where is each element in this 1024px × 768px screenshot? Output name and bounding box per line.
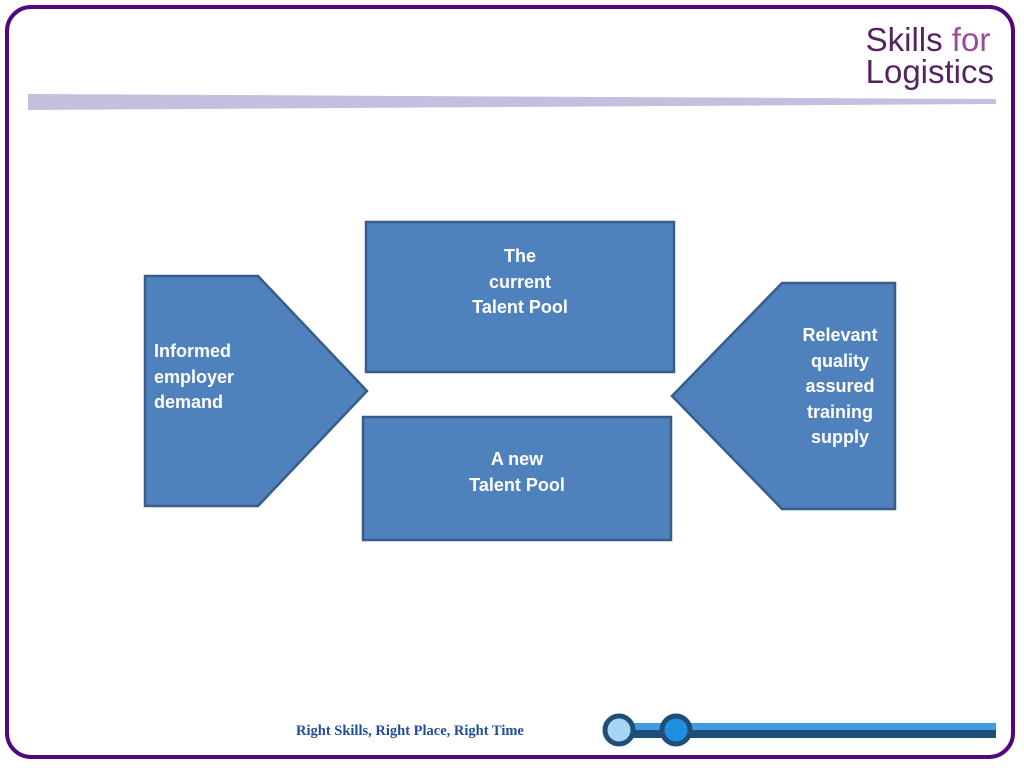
footer-line-shadow: [606, 728, 996, 738]
header-bar: [28, 94, 996, 110]
right-arrow-line-2: quality: [810, 350, 869, 371]
logo-word-for: for: [951, 21, 991, 58]
logo-line-2: Logistics: [865, 53, 994, 90]
skills-for-logistics-logo: Skills for Logistics: [865, 21, 994, 90]
left-arrow-line-3: demand: [154, 392, 224, 412]
left-arrow-label: Informed employer demand: [154, 339, 234, 416]
logo-word-skills: Skills: [865, 21, 943, 58]
footer-line: [606, 723, 996, 730]
bottom-box-line-2: Talent Pool: [469, 474, 565, 495]
footer-circle-right: [659, 713, 693, 747]
left-arrow-shape: [143, 274, 369, 508]
bottom-box-shape: [361, 415, 673, 542]
top-box-line-2: current: [488, 271, 551, 292]
bottom-box-label: A new Talent Pool: [363, 447, 671, 498]
right-arrow-line-5: supply: [810, 427, 869, 447]
top-box-shape: [364, 220, 676, 374]
top-box-label: The current Talent Pool: [366, 244, 674, 321]
left-arrow-line-2: employer: [154, 366, 235, 387]
right-arrow-line-3: assured: [805, 376, 875, 396]
top-box-line-3: Talent Pool: [472, 297, 568, 317]
bottom-box-line-1: A new: [490, 449, 544, 469]
footer-tagline: Right Skills, Right Place, Right Time: [296, 723, 524, 739]
right-arrow-shape: [670, 281, 897, 511]
logo-line-1: Skills for: [865, 21, 994, 58]
left-arrow-line-1: Informed: [154, 341, 232, 361]
right-arrow-line-1: Relevant: [802, 325, 878, 345]
top-box-line-1: The: [503, 246, 536, 266]
footer-circle-left: [602, 713, 636, 747]
right-arrow-label: Relevant quality assured training supply: [780, 323, 900, 451]
right-arrow-line-4: training: [807, 401, 873, 422]
